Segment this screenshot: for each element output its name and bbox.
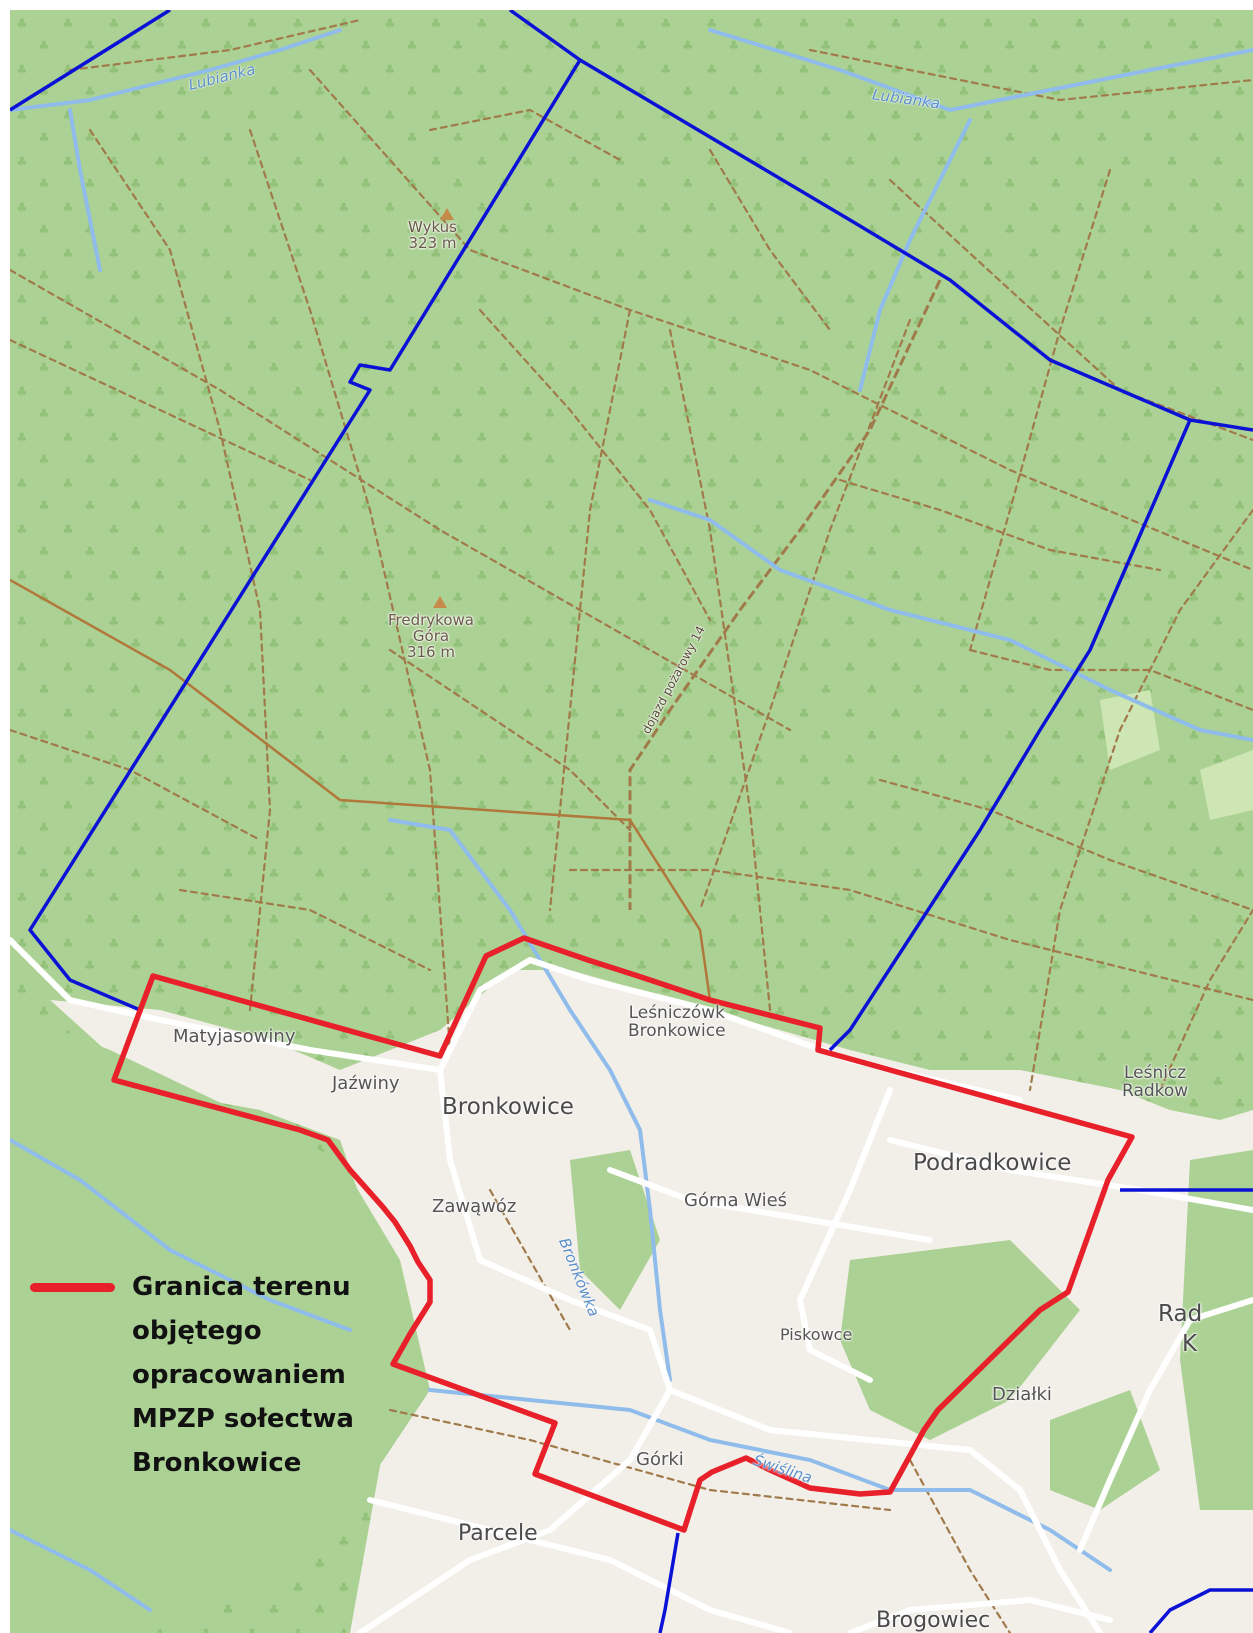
legend-line: Bronkowice <box>132 1448 302 1478</box>
place-label-line1: Rad <box>1158 1301 1203 1327</box>
poi-label-line1: Leśniczówk <box>628 1003 725 1023</box>
streams <box>10 28 1253 1612</box>
forest-patch <box>1050 1390 1160 1510</box>
fire-access-road <box>628 279 942 910</box>
place-label-radkowice: Rad K <box>1158 1300 1202 1360</box>
place-label-parcele: Parcele <box>458 1521 538 1546</box>
place-label-gorna-wies: Górna Wieś <box>684 1190 788 1211</box>
legend-text: Granica terenu objętego opracowaniem MPZ… <box>132 1265 354 1485</box>
place-label-dzialki: Działki <box>992 1384 1052 1405</box>
place-label-bronkowice: Bronkowice <box>442 1094 574 1120</box>
legend-line: Granica terenu <box>132 1272 351 1302</box>
peak-label-wykus: Wykus 323 m <box>408 218 457 252</box>
legend-line: opracowaniem <box>132 1360 346 1390</box>
forest-patch <box>570 1150 660 1310</box>
meadow-patch <box>1200 750 1253 820</box>
peak-name-line2: Góra <box>412 626 450 645</box>
poi-label-line2: Radkow <box>1122 1080 1189 1101</box>
forest-patch <box>840 1240 1080 1440</box>
place-label-piskowce: Piskowce <box>780 1325 853 1344</box>
place-label-line2: K <box>1182 1330 1198 1357</box>
forest-patch <box>1180 1150 1253 1510</box>
poi-label-lesniczowka-bronkowice: Leśniczówk Bronkowice <box>628 1003 726 1041</box>
place-label-zawawoz: Zawąwóz <box>432 1196 517 1217</box>
peak-elevation: 323 m <box>408 233 457 252</box>
place-label-gorki: Górki <box>636 1449 684 1470</box>
map-canvas[interactable]: ♣ ♣ <box>10 10 1253 1633</box>
poi-label-line1: Leśnicz <box>1123 1063 1187 1083</box>
peak-label-fredrykowa: Fredrykowa Góra 316 m <box>388 611 474 661</box>
meadow-patch <box>1100 690 1160 770</box>
legend-swatch-study-area <box>30 1283 115 1292</box>
forest-patch <box>10 1010 430 1633</box>
settlement-area <box>50 970 1253 1633</box>
legend-line: objętego <box>132 1316 262 1346</box>
place-label-brogowiec: Brogowiec <box>876 1608 991 1633</box>
peak-marker-wykus <box>440 208 454 220</box>
legend-line: MPZP sołectwa <box>132 1404 354 1434</box>
place-label-matyjasowiny: Matyjasowiny <box>173 1026 296 1047</box>
peak-name-line1: Fredrykowa <box>388 611 474 629</box>
administrative-boundary <box>10 10 1253 1633</box>
study-area-boundary <box>111 935 1135 1533</box>
peak-marker-fredrykowa <box>433 596 447 608</box>
place-label-podradkowice: Podradkowice <box>913 1150 1072 1176</box>
map-base-layer: ♣ ♣ <box>10 10 1253 1633</box>
poi-label-line2: Bronkowice <box>628 1020 726 1041</box>
peak-elevation: 316 m <box>406 642 455 661</box>
place-label-jazwiny: Jaźwiny <box>332 1073 400 1094</box>
roads <box>10 937 1253 1633</box>
poi-label-lesniczowka-radkowice: Leśnicz Radkow <box>1122 1063 1189 1101</box>
peak-name: Wykus <box>408 218 457 236</box>
main-track <box>10 578 712 1001</box>
